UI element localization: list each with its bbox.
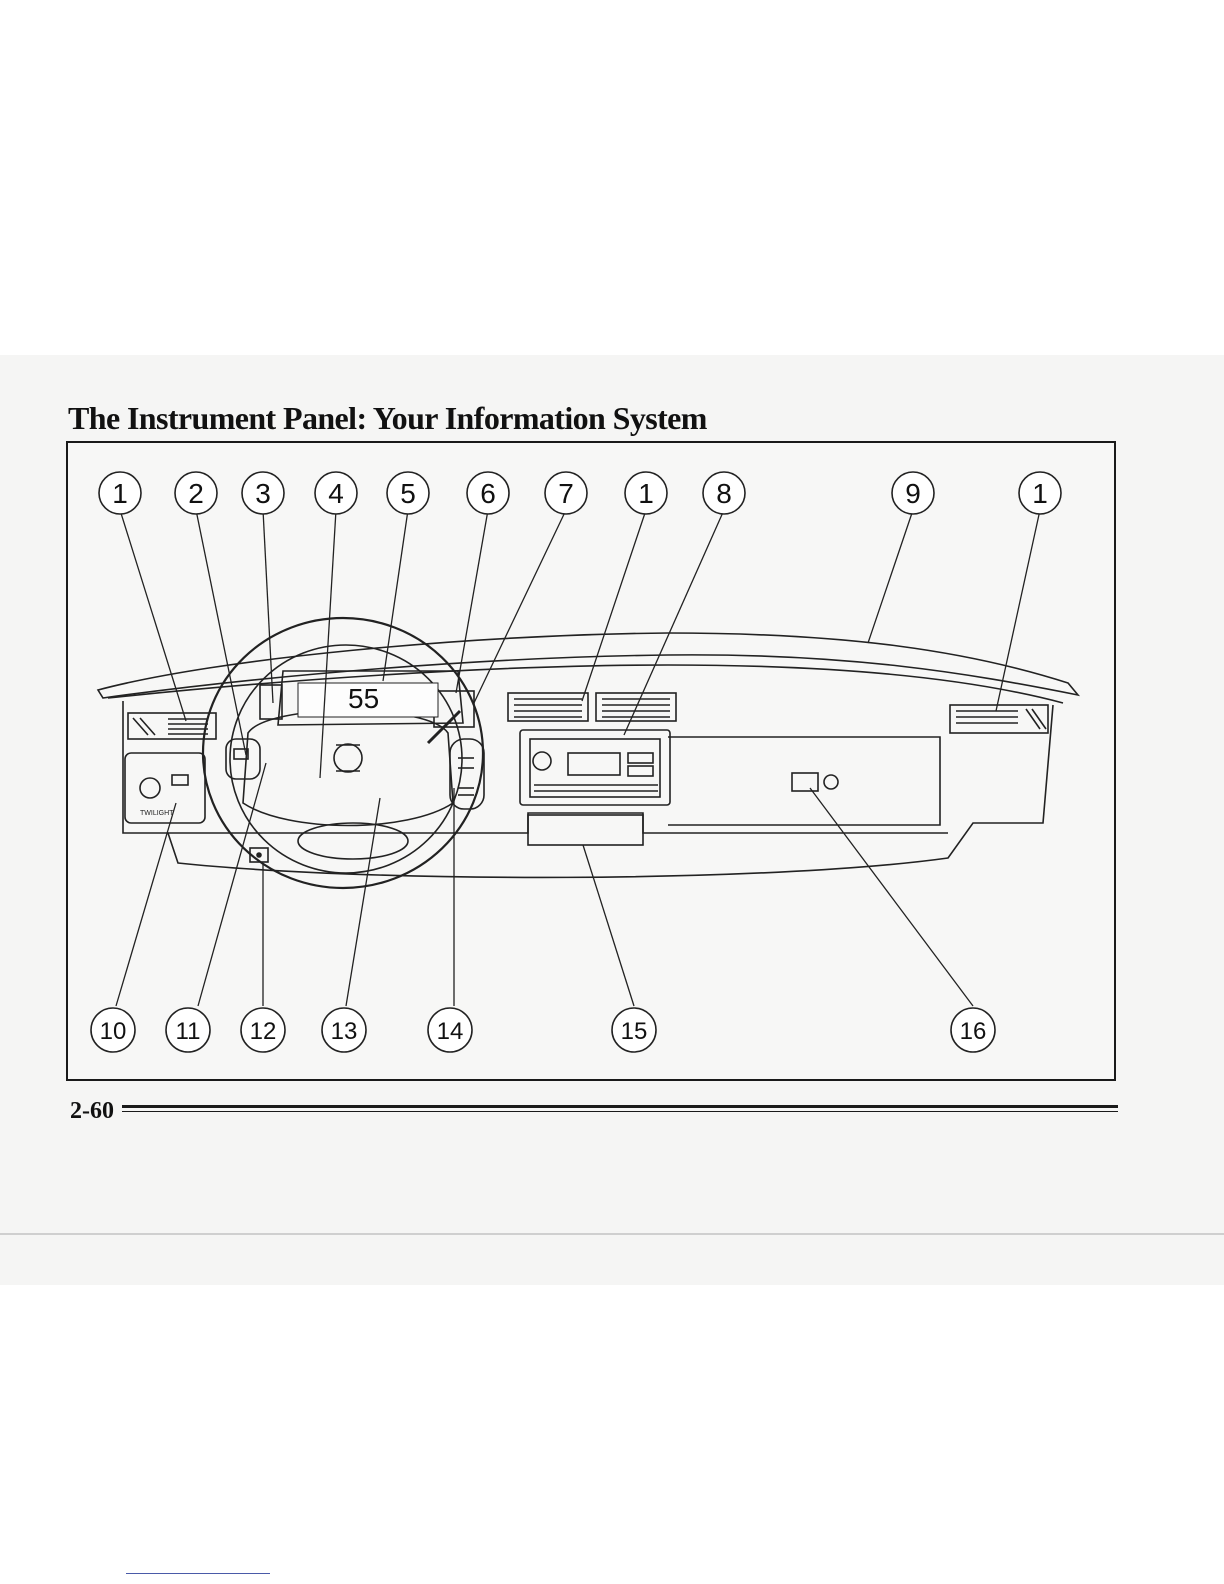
svg-text:15: 15 [621, 1018, 648, 1045]
callout-bottom: 16 [951, 1008, 995, 1052]
leader-lines [116, 510, 1040, 1006]
svg-text:4: 4 [328, 478, 344, 509]
callout-bottom: 15 [612, 1008, 656, 1052]
instrument-panel-drawing: 55 TWILIGHT 1 2 3 [68, 443, 1114, 1079]
crest-emblem [334, 744, 362, 772]
svg-text:2: 2 [188, 478, 204, 509]
bottom-underline [126, 1573, 270, 1574]
callout-top: 4 [315, 472, 357, 514]
svg-text:14: 14 [437, 1018, 464, 1045]
bottom-callouts: 10 11 12 13 14 15 16 [91, 1008, 995, 1052]
scan-edge [0, 1233, 1224, 1235]
svg-text:10: 10 [100, 1018, 127, 1045]
callout-top: 8 [703, 472, 745, 514]
svg-text:3: 3 [255, 478, 271, 509]
callout-top: 1 [625, 472, 667, 514]
page-number: 2-60 [70, 1098, 114, 1125]
callout-top: 7 [545, 472, 587, 514]
callout-top: 6 [467, 472, 509, 514]
svg-text:12: 12 [250, 1018, 277, 1045]
footer-rule-thick [122, 1105, 1118, 1108]
right-vent-slats [956, 709, 1046, 729]
svg-text:7: 7 [558, 478, 574, 509]
top-callouts: 1 2 3 4 5 6 7 1 8 9 1 [99, 472, 1061, 514]
svg-text:1: 1 [1032, 478, 1048, 509]
page-title: The Instrument Panel: Your Information S… [68, 400, 707, 437]
callout-bottom: 12 [241, 1008, 285, 1052]
svg-text:9: 9 [905, 478, 921, 509]
instrument-panel-figure: 55 TWILIGHT 1 2 3 [66, 441, 1116, 1081]
display-readout: 55 TWILIGHT [140, 683, 438, 817]
svg-text:11: 11 [176, 1018, 201, 1045]
callout-top: 2 [175, 472, 217, 514]
callout-bottom: 14 [428, 1008, 472, 1052]
svg-text:16: 16 [960, 1018, 987, 1045]
svg-text:1: 1 [112, 478, 128, 509]
center-vent-slats [514, 699, 670, 717]
callout-top: 3 [242, 472, 284, 514]
display-speed: 55 [348, 683, 379, 714]
callout-bottom: 13 [322, 1008, 366, 1052]
left-vent-slats [133, 718, 208, 735]
callout-bottom: 10 [91, 1008, 135, 1052]
callout-top: 1 [1019, 472, 1061, 514]
callout-bottom: 11 [166, 1008, 210, 1052]
svg-text:13: 13 [331, 1018, 358, 1045]
callout-top: 9 [892, 472, 934, 514]
svg-text:6: 6 [480, 478, 496, 509]
svg-text:5: 5 [400, 478, 416, 509]
twilight-label: TWILIGHT [140, 810, 174, 817]
callout-top: 1 [99, 472, 141, 514]
svg-text:1: 1 [638, 478, 654, 509]
callout-top: 5 [387, 472, 429, 514]
footer-rule-thin [122, 1111, 1118, 1112]
svg-text:8: 8 [716, 478, 732, 509]
